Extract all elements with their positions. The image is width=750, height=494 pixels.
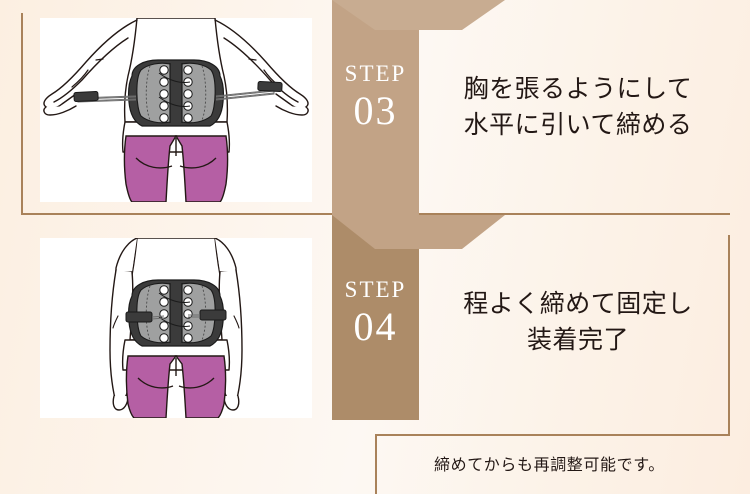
step3-frame-right-horizontal — [419, 213, 730, 215]
step3-illustration — [40, 18, 312, 202]
note-frame-top-horizontal — [375, 434, 730, 436]
step3-number: 03 — [353, 88, 398, 133]
step4-number: 04 — [353, 304, 398, 349]
adjustment-note: 締めてからも再調整可能です。 — [434, 457, 665, 474]
step3-word: STEP — [344, 61, 407, 86]
step3-frame-bottom-horizontal — [21, 213, 332, 215]
step4-word: STEP — [344, 277, 407, 302]
step3-chevron-notch-icon — [332, 0, 505, 30]
note-frame-left-vertical — [375, 434, 377, 494]
step4-caption: 程よく締めて固定し 装着完了 — [463, 291, 693, 354]
step4-frame-right-vertical — [728, 235, 730, 435]
step4-chevron-notch-icon — [332, 215, 505, 249]
step4-band: STEP 04 — [332, 215, 505, 420]
step3-band: STEP 03 — [332, 0, 505, 215]
step4-label: STEP 04 — [332, 278, 419, 347]
step3-caption: 胸を張るようにして 水平に引いて締める — [463, 76, 693, 139]
step3-label: STEP 03 — [332, 62, 419, 131]
step3-frame-left-vertical — [21, 13, 23, 215]
step4-illustration — [40, 238, 312, 418]
